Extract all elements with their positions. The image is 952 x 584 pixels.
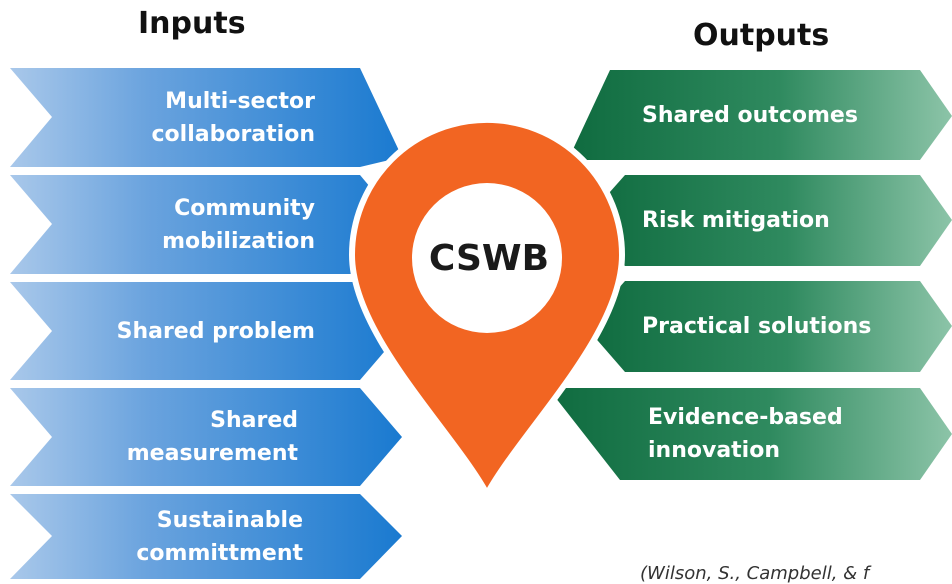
output-label-practical-solutions: Practical solutions — [642, 314, 872, 339]
inputs-heading: Inputs — [138, 6, 246, 41]
output-arrow-3 — [585, 281, 952, 372]
input-arrow-1 — [10, 68, 402, 167]
output-arrow-2 — [585, 175, 952, 266]
output-label-risk-mitigation: Risk mitigation — [642, 208, 830, 233]
input-arrow-5 — [10, 494, 402, 579]
cswb-label: CSWB — [428, 237, 550, 279]
input-label-sustainable-committment: Sustainable committment — [136, 507, 303, 566]
input-label-shared-measurement: Shared measurement — [126, 408, 298, 466]
input-arrow-3 — [10, 282, 402, 380]
input-label-community-mobilization: Community mobilization — [162, 195, 315, 254]
pin-center-circle — [412, 183, 562, 333]
output-arrow-4 — [548, 388, 952, 480]
input-arrow-2 — [10, 175, 402, 274]
input-label-shared-problem: Shared problem — [116, 318, 315, 344]
output-arrow-1 — [568, 70, 952, 160]
output-label-evidence-based-innovation: Evidence-based innovation — [648, 405, 843, 463]
output-label-shared-outcomes: Shared outcomes — [642, 102, 858, 128]
outputs-heading: Outputs — [693, 18, 830, 53]
citation-text: (Wilson, S., Campbell, & f — [640, 563, 870, 584]
input-arrow-4 — [10, 388, 402, 486]
input-label-multi-sector-collaboration: Multi-sector collaboration — [151, 88, 315, 147]
